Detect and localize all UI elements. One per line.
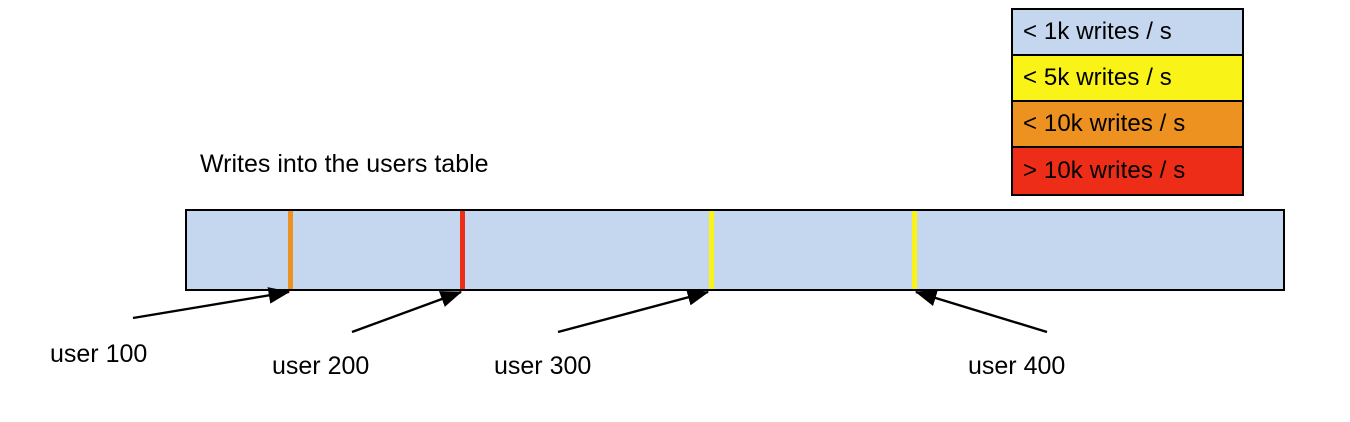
legend-label-gt-10k: > 10k writes / s — [1023, 157, 1186, 184]
legend-label-lt-5k: < 5k writes / s — [1023, 64, 1172, 91]
callout-label-user-300: user 300 — [494, 352, 592, 380]
legend-label-lt-10k: < 10k writes / s — [1023, 110, 1186, 137]
callout-label-user-400: user 400 — [968, 352, 1066, 380]
callout-label-user-200: user 200 — [272, 352, 370, 380]
legend-row-lt-10k: < 10k writes / s — [1013, 102, 1242, 148]
marker-user-200 — [460, 211, 465, 289]
legend-label-lt-1k: < 1k writes / s — [1023, 18, 1172, 45]
legend-row-lt-5k: < 5k writes / s — [1013, 56, 1242, 102]
legend-row-lt-1k: < 1k writes / s — [1013, 10, 1242, 56]
users-table-bar — [185, 209, 1285, 291]
diagram-title: Writes into the users table — [200, 150, 489, 178]
arrow-user-300 — [557, 289, 710, 334]
callout-label-user-100: user 100 — [50, 340, 148, 368]
legend-row-gt-10k: > 10k writes / s — [1013, 148, 1242, 194]
marker-user-400 — [912, 211, 917, 289]
marker-user-100 — [288, 211, 293, 289]
arrow-user-100 — [132, 287, 291, 320]
arrow-user-200 — [351, 290, 463, 334]
arrow-user-400 — [914, 289, 1048, 334]
legend: < 1k writes / s < 5k writes / s < 10k wr… — [1011, 8, 1244, 196]
marker-user-300 — [709, 211, 714, 289]
